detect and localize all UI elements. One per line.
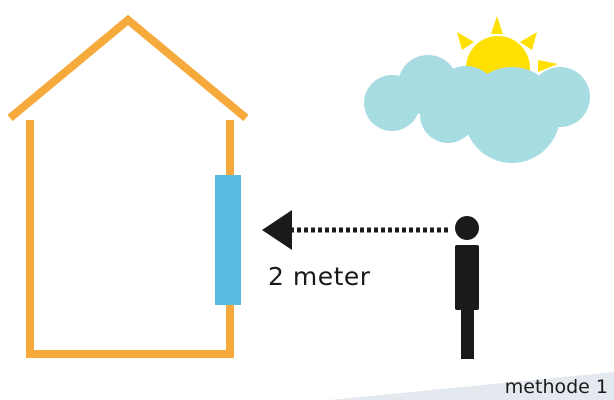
house-roof	[7, 14, 249, 122]
house	[7, 14, 249, 358]
method-caption: methode 1	[504, 376, 608, 398]
distance-arrow-head	[262, 210, 292, 250]
distance-label: 2 meter	[268, 262, 371, 291]
window	[215, 175, 241, 305]
cloud-icon	[364, 55, 590, 163]
house-walls	[26, 120, 234, 358]
page-curl-shadow	[330, 372, 614, 400]
distance-arrow	[262, 210, 448, 250]
person-icon	[455, 216, 479, 359]
